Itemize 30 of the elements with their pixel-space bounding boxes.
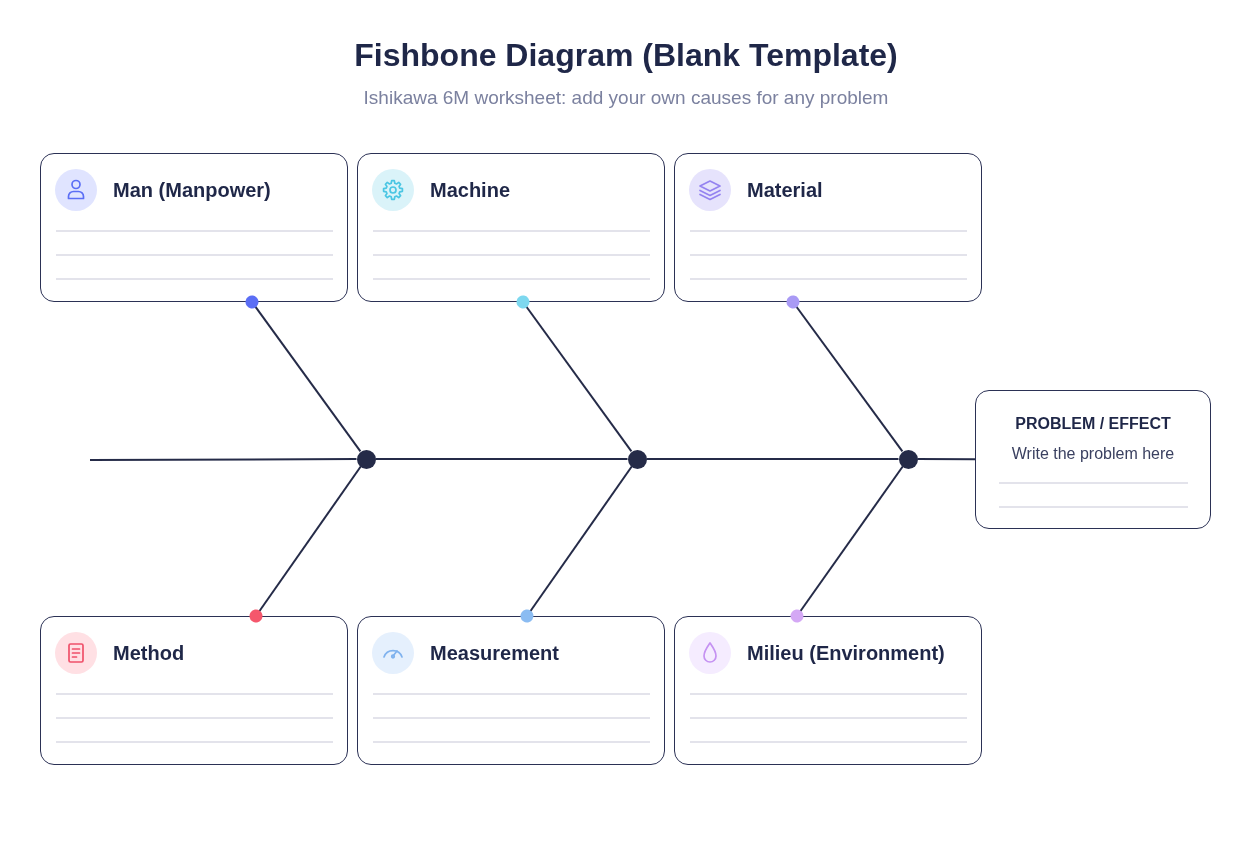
category-card	[40, 616, 348, 765]
connector-line	[249, 465, 362, 623]
connector-line	[374, 458, 629, 460]
category-title: Material	[747, 178, 823, 202]
junction-dot	[627, 449, 647, 469]
connector-line	[520, 465, 633, 623]
connector-line	[245, 295, 362, 453]
category-card	[357, 153, 665, 302]
connector-line	[89, 458, 358, 461]
subtitle: Ishikawa 6M worksheet: add your own causes for any problem	[363, 87, 889, 108]
category-title: Man (Manpower)	[113, 178, 271, 202]
junction-dot	[356, 449, 376, 469]
junction-dot	[898, 449, 918, 469]
category-title: Method	[113, 641, 185, 665]
connector-line	[790, 465, 904, 623]
category-card	[357, 616, 665, 765]
problem-card	[975, 390, 1211, 529]
connector-line	[916, 458, 976, 461]
category-title: Measurement	[430, 641, 559, 665]
category-title: Machine	[430, 178, 511, 202]
category-card	[674, 616, 982, 765]
category-title: Milieu (Environment)	[747, 641, 945, 665]
category-card	[674, 153, 982, 302]
connector-line	[786, 295, 904, 453]
connector-line	[516, 295, 633, 453]
problem-heading: PROBLEM / EFFECT	[1015, 415, 1171, 433]
connector-line	[645, 458, 900, 460]
category-card	[40, 153, 348, 302]
problem-prompt: Write the problem here	[1011, 444, 1175, 464]
title: Fishbone Diagram (Blank Template)	[354, 37, 898, 73]
